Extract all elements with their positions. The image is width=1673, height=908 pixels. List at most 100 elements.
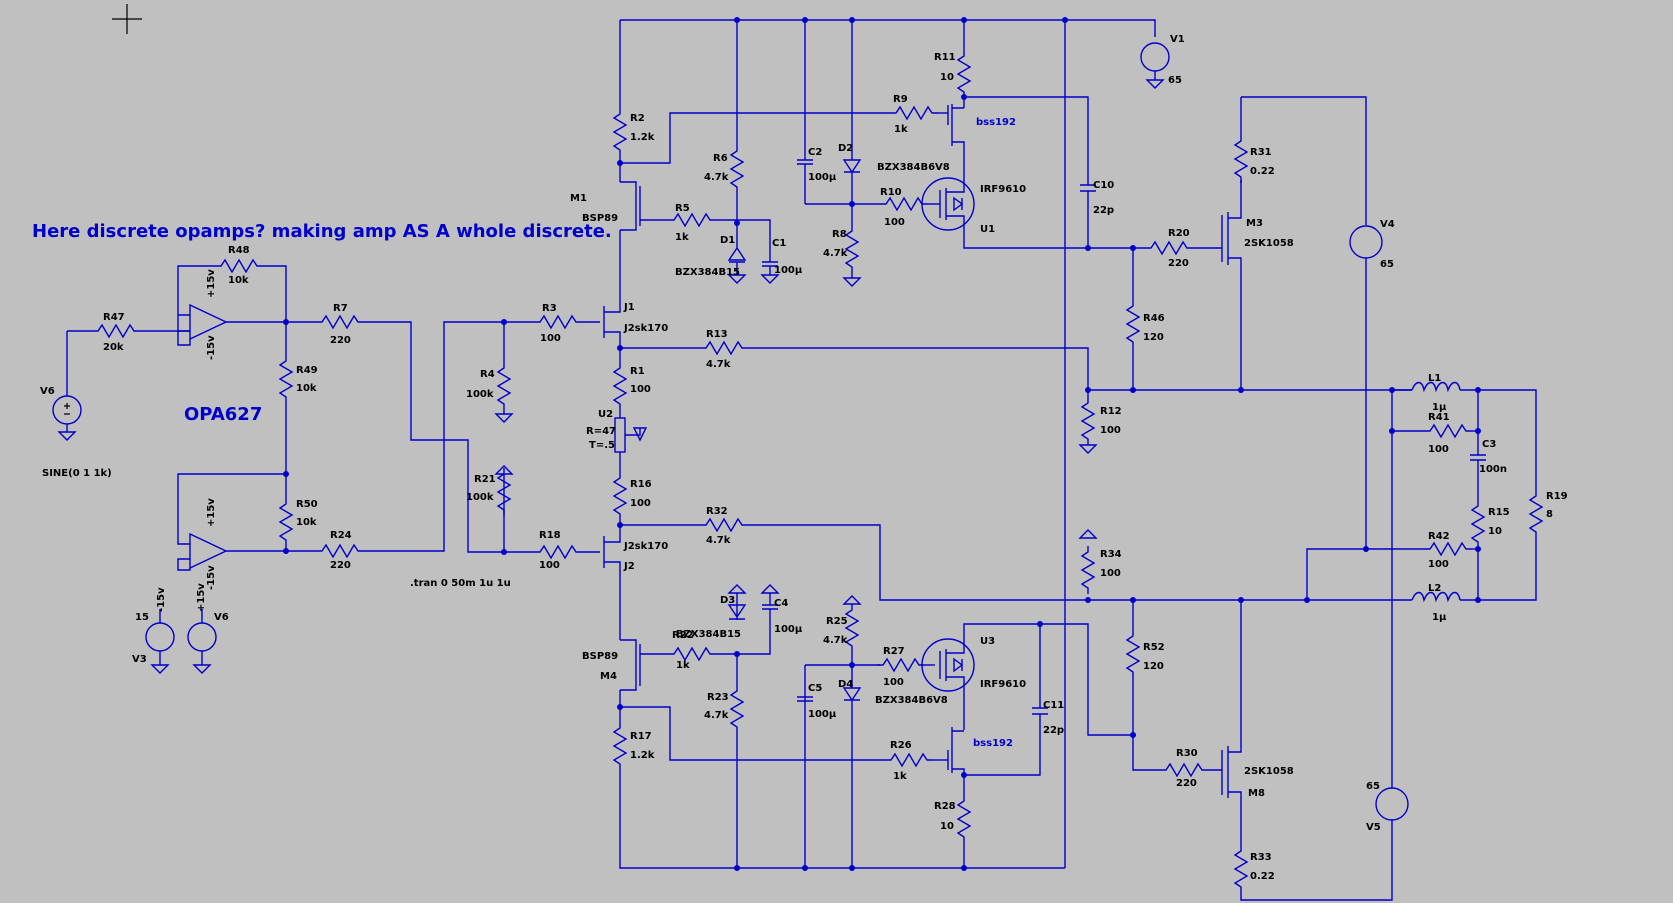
r34-ref: R34	[1100, 549, 1122, 560]
r9-ref: R9	[893, 94, 908, 105]
r6-val: 4.7k	[704, 172, 729, 183]
c11-ref: C11	[1043, 700, 1064, 711]
c2-ref: C2	[808, 147, 822, 158]
r12-val: 100	[1100, 425, 1121, 436]
v3-rail: +15v	[196, 583, 207, 612]
c3-val: 100n	[1479, 464, 1507, 475]
r17-val: 1.2k	[630, 750, 655, 761]
d3-val: BZX384B15	[676, 629, 741, 640]
c2-val: 100µ	[808, 172, 837, 183]
d2-val: BZX384B6V8	[877, 162, 950, 173]
bottom-strip	[0, 903, 1673, 908]
l1-ref: L1	[1428, 373, 1441, 384]
c4-ref: C4	[774, 598, 788, 609]
r47-val: 20k	[103, 342, 124, 353]
r16-ref: R16	[630, 479, 652, 490]
v4-val: 65	[1380, 259, 1394, 270]
l1-val: 1µ	[1432, 402, 1447, 413]
m3-ref: M3	[1246, 218, 1263, 229]
r27-ref: R27	[883, 646, 905, 657]
r33-val: 0.22	[1250, 871, 1275, 882]
d4-ref: D4	[838, 679, 853, 690]
r30-val: 220	[1176, 778, 1197, 789]
u2-ref: U2	[598, 409, 613, 420]
r15-val: 10	[1488, 526, 1502, 537]
r8-ref: R8	[832, 229, 847, 240]
opamp2-pos-rail: +15v	[206, 498, 217, 527]
r15-ref: R15	[1488, 507, 1510, 518]
r21-ref: R21	[474, 474, 496, 485]
r25-val: 4.7k	[823, 635, 848, 646]
output-stage	[1079, 42, 1543, 901]
r32-ref: R32	[706, 506, 728, 517]
r46-ref: R46	[1143, 313, 1165, 324]
u2-r: R=47	[586, 426, 616, 437]
d1-val: BZX384B15	[675, 267, 740, 278]
opamp-section	[52, 259, 513, 674]
r7-val: 220	[330, 335, 351, 346]
v5-val: 65	[1366, 781, 1380, 792]
opamp2-neg-rail: -15v	[206, 565, 217, 590]
r12-ref: R12	[1100, 406, 1122, 417]
v3-ref: V6	[214, 612, 229, 623]
r25-ref: R25	[826, 616, 848, 627]
r19-val: 8	[1546, 509, 1553, 520]
c3-ref: C3	[1482, 439, 1496, 450]
r41-val: 100	[1428, 444, 1449, 455]
m1-val: BSP89	[582, 213, 618, 224]
c5-val: 100µ	[808, 709, 837, 720]
r4-val: 100k	[466, 389, 494, 400]
r32-val: 4.7k	[706, 535, 731, 546]
labels: Here discrete opamps? making amp AS A wh…	[32, 34, 1568, 882]
v2-val: 15	[135, 612, 149, 623]
r23-ref: R23	[707, 692, 729, 703]
d3-ref: D3	[720, 595, 735, 606]
tran-label: .tran 0 50m 1u 1u	[410, 578, 511, 589]
v1-val: 65	[1168, 75, 1182, 86]
d1-ref: D1	[720, 235, 735, 246]
r18-ref: R18	[539, 530, 561, 541]
r26-ref: R26	[890, 740, 912, 751]
v2-ref: V3	[132, 654, 147, 665]
bss192-bottom-val: bss192	[973, 738, 1013, 749]
r49-ref: R49	[296, 365, 318, 376]
m3-val: 2SK1058	[1244, 238, 1294, 249]
r5-val: 1k	[675, 232, 689, 243]
comment-text: Here discrete opamps? making amp AS A wh…	[32, 221, 612, 242]
r3-ref: R3	[542, 303, 557, 314]
r24-ref: R24	[330, 530, 352, 541]
m8-val: 2SK1058	[1244, 766, 1294, 777]
r50-ref: R50	[296, 499, 318, 510]
r20-val: 220	[1168, 258, 1189, 269]
r34-val: 100	[1100, 568, 1121, 579]
c5-ref: C5	[808, 683, 822, 694]
r19-ref: R19	[1546, 491, 1568, 502]
r7-ref: R7	[333, 303, 348, 314]
r20-ref: R20	[1168, 228, 1190, 239]
v4-ref: V4	[1380, 219, 1395, 230]
r22-ref: R22	[672, 630, 694, 641]
r4-ref: R4	[480, 369, 495, 380]
r48-ref: R48	[228, 245, 250, 256]
u3-ref: U3	[980, 636, 995, 647]
opamp-label: OPA627	[184, 404, 262, 425]
r11-val: 10	[940, 72, 954, 83]
r30-ref: R30	[1176, 748, 1198, 759]
opamp1-pos-rail: +15v	[206, 269, 217, 298]
r10-ref: R10	[880, 187, 902, 198]
c10-ref: C10	[1093, 180, 1114, 191]
c1-ref: C1	[772, 238, 786, 249]
j1-val: J2sk170	[623, 323, 668, 334]
v2-rail: -15v	[156, 587, 167, 612]
r50-val: 10k	[296, 517, 317, 528]
r18-val: 100	[539, 560, 560, 571]
r52-ref: R52	[1143, 642, 1165, 653]
r33-ref: R33	[1250, 852, 1272, 863]
r11-ref: R11	[934, 52, 956, 63]
r22-val: 1k	[676, 660, 690, 671]
j1-ref: J1	[623, 302, 635, 313]
r46-val: 120	[1143, 332, 1164, 343]
c11-val: 22p	[1043, 725, 1064, 736]
r31-ref: R31	[1250, 147, 1272, 158]
